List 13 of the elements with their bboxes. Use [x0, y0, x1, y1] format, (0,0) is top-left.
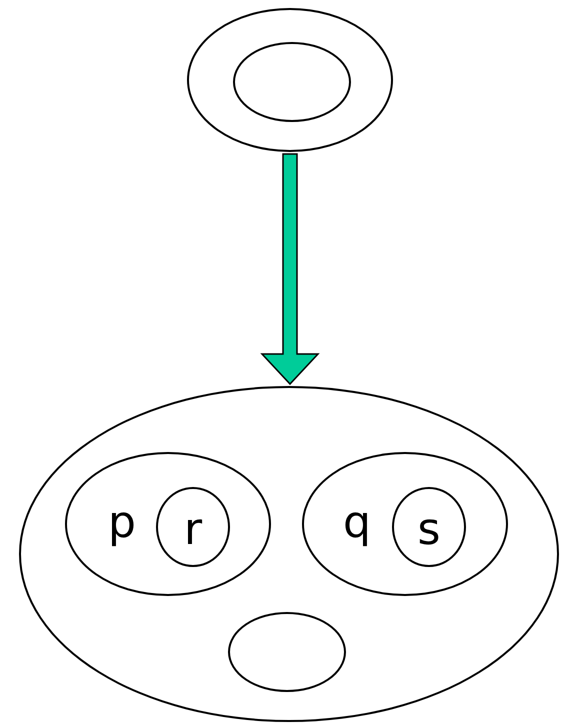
labeled-ellipse	[65, 452, 271, 596]
ellipse-outline	[228, 612, 346, 692]
labeled-circle	[392, 487, 466, 567]
ellipse-outline	[187, 8, 393, 152]
node-label: r	[184, 508, 202, 552]
labeled-ellipse	[302, 452, 508, 596]
labeled-circle	[156, 487, 230, 567]
ellipse-outline	[233, 42, 351, 122]
node-label: s	[418, 508, 440, 552]
node-label: q	[343, 501, 371, 545]
ellipse-outline	[19, 386, 559, 722]
block-arrow	[260, 153, 320, 386]
node-label: p	[108, 501, 136, 545]
